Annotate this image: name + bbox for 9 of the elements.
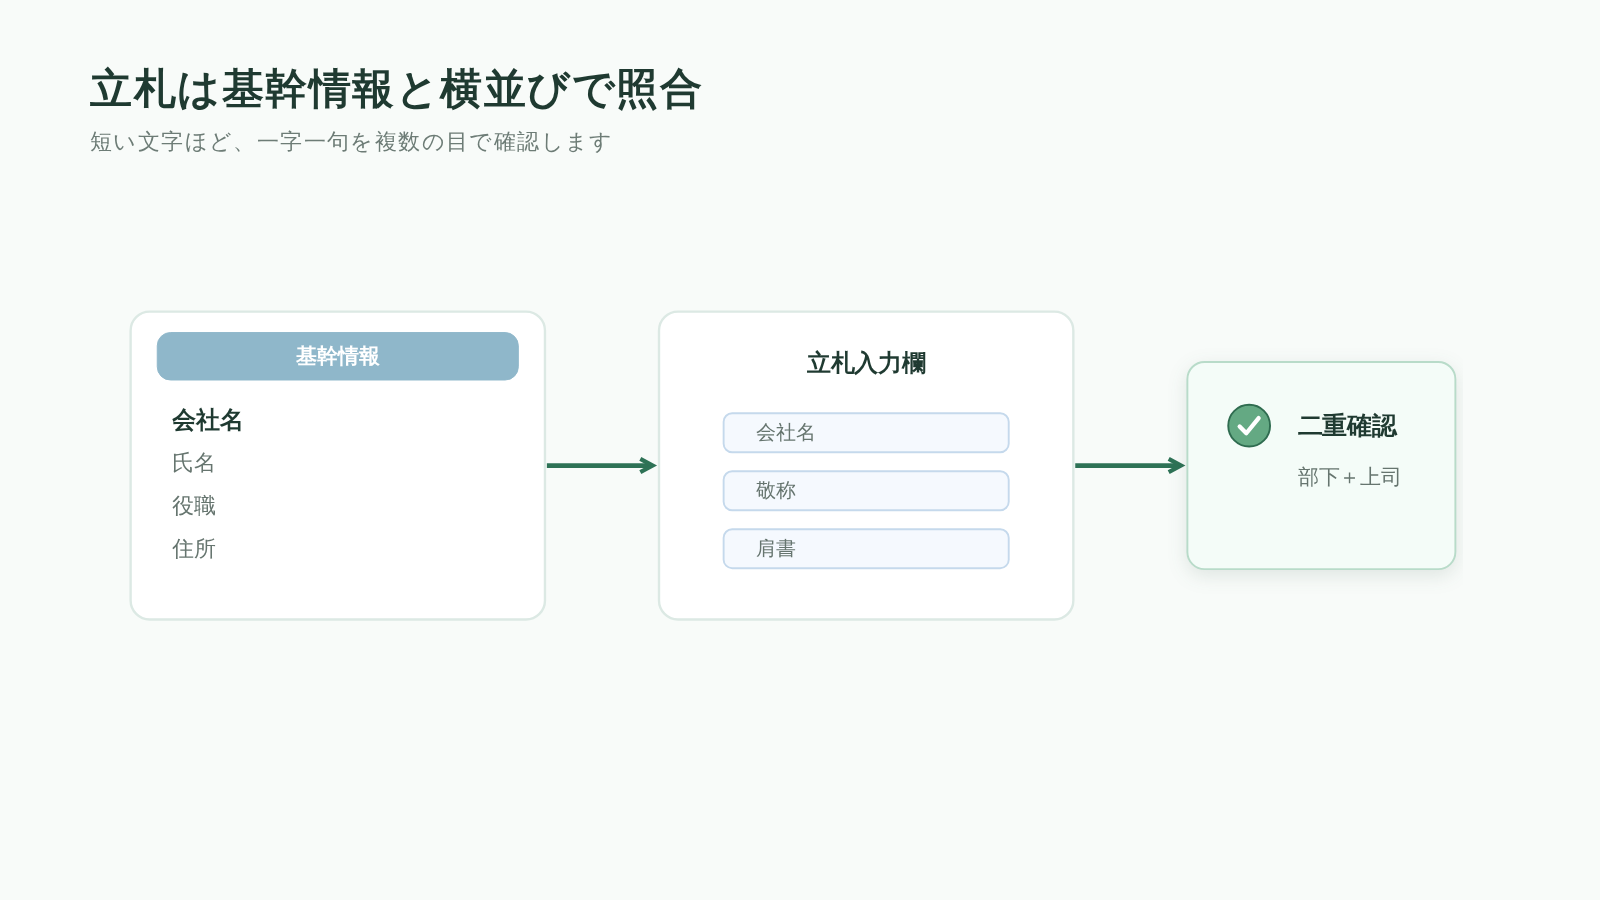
arrow (546, 457, 655, 475)
node-box: 二重確認 部下＋上司 (1186, 361, 1457, 571)
node-box: 肩書 (722, 528, 1010, 570)
title: 立札は基幹情報と横並びで照合 (90, 64, 703, 114)
node-box: 基幹情報 (156, 332, 519, 381)
node-box: 会社名 (722, 412, 1010, 454)
node-box: 敬称 (722, 470, 1010, 512)
subtitle: 短い文字ほど、一字一句を複数の目で確認します (90, 128, 614, 156)
arrow (1075, 457, 1184, 475)
